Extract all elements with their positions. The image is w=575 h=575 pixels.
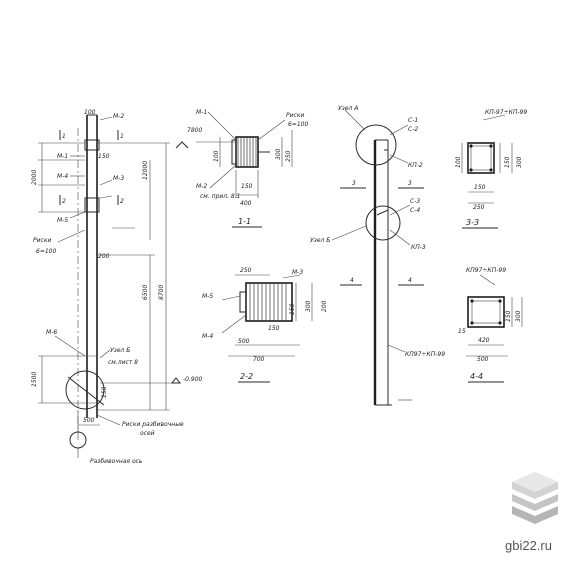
label-m4: M-4	[57, 173, 68, 180]
dim-2000: 2000	[31, 170, 38, 185]
dim-200: 200	[98, 253, 110, 260]
num-1a: 1	[62, 133, 66, 140]
s44-dim-300: 300	[515, 310, 522, 322]
s11-dim-100: 100	[213, 150, 220, 162]
s22-dim-200: 200	[321, 300, 328, 312]
fr-uzel-a: Узел А	[338, 105, 358, 112]
label-razb-os: Разбивочная ось	[90, 458, 143, 465]
fr-s3: С-3	[410, 198, 420, 205]
stack-icon	[512, 472, 558, 524]
fr-uzel-b: Узел Б	[310, 237, 330, 244]
label-riski-razb: Риски разбивочные	[122, 421, 184, 428]
fr-s4: С-4	[410, 207, 420, 214]
label-m6: M-6	[46, 329, 57, 336]
s22-dim-250: 250	[240, 267, 252, 274]
s33-dim-150: 150	[474, 184, 486, 191]
label-m2: M-2	[113, 113, 124, 120]
s22-m4: M-4	[202, 333, 213, 340]
s22-dim-500: 500	[238, 338, 250, 345]
s33-kp: КП-97÷КП-99	[485, 109, 527, 116]
fr-n3a: 3	[352, 180, 356, 187]
dim-1500: 1500	[31, 372, 38, 387]
s22-dim-700: 700	[253, 356, 265, 363]
section-2-2-labels: 250 M-3 M-5 M-4 500 700 150 2-2 150 300 …	[202, 267, 328, 381]
section-4-4	[466, 274, 523, 383]
s44-n15: 15	[458, 328, 466, 335]
s11-dim-300: 300	[275, 148, 282, 160]
section-1-1-labels: M-1 Риски 6=100 7800 M-2 см. прил. 8.1 4…	[187, 109, 308, 226]
fr-kp97: КП97÷КП-99	[405, 351, 445, 358]
s22-m3: M-3	[292, 269, 303, 276]
column-labels: M-2 M-1 M-4 M-3 M-5 Риски 6=100 M-6 Узел…	[31, 109, 203, 465]
fr-kp2: КП-2	[408, 162, 423, 169]
fr-n4a: 4	[350, 277, 354, 284]
frame-elevation	[331, 109, 424, 406]
num-1b: 1	[120, 133, 124, 140]
s44-dim-420: 420	[478, 337, 490, 344]
s22-dim-150: 150	[268, 325, 280, 332]
label-uzel-b: Узел Б	[110, 347, 130, 354]
fr-n4b: 4	[408, 277, 412, 284]
fr-kp3: КП-3	[411, 244, 426, 251]
fr-s1: С-1	[408, 117, 418, 124]
label-riski-step: 6=100	[36, 248, 56, 255]
dim-6500: 6500	[142, 285, 149, 300]
dim-8700: 8700	[158, 285, 165, 300]
label-riski-razb2: осей	[140, 430, 155, 437]
num-2b: 2	[120, 198, 124, 205]
s11-m2: M-2	[196, 183, 207, 190]
s44-dim-150: 150	[505, 310, 512, 322]
s11-m1: M-1	[196, 109, 207, 116]
num-2a: 2	[62, 198, 66, 205]
section-2-2	[221, 274, 313, 383]
label-riski: Риски	[33, 237, 51, 244]
s33-title: 3-3	[466, 218, 479, 227]
s22-title: 2-2	[240, 372, 253, 381]
label-elev: -0.900	[183, 376, 203, 383]
frame-labels: Узел А С-1 С-2 КП-2 С-3 С-4 КП-3 Узел Б …	[310, 105, 445, 358]
section-3-3	[461, 114, 513, 229]
label-m5: M-5	[57, 217, 68, 224]
s11-riski-step: 6=100	[288, 121, 308, 128]
s11-dim-250: 250	[285, 150, 292, 162]
s22-dim-300: 300	[305, 300, 312, 312]
dim-150: 150	[98, 153, 110, 160]
s11-sm-pril: см. прил. 8.1	[200, 193, 240, 200]
section-4-4-labels: КП97÷КП-99 15 420 500 4-4 150 300	[458, 267, 522, 381]
label-m3: M-3	[113, 175, 124, 182]
s44-kp: КП97÷КП-99	[466, 267, 506, 274]
s11-dim-400: 400	[240, 200, 252, 207]
s11-riski: Риски	[286, 112, 304, 119]
label-m1: M-1	[57, 153, 68, 160]
s44-dim-500: 500	[477, 356, 489, 363]
fr-s2: С-2	[408, 126, 418, 133]
dim-500: 500	[83, 417, 95, 424]
fr-n3b: 3	[408, 180, 412, 187]
dim-12000: 12000	[142, 161, 149, 180]
section-3-3-labels: КП-97÷КП-99 150 250 3-3 100 150 300	[455, 109, 527, 227]
s11-dim-7800: 7800	[187, 127, 202, 134]
column-elevation	[38, 114, 182, 458]
s33-dim-250: 250	[473, 204, 485, 211]
s11-dim-150: 150	[241, 183, 253, 190]
s11-title: 1-1	[238, 217, 251, 226]
label-sm-list: см.лист 8	[108, 359, 138, 366]
s44-title: 4-4	[470, 372, 483, 381]
s33-dim-300: 300	[516, 156, 523, 168]
site-watermark: gbi22.ru	[505, 538, 552, 553]
dim-100-top: 100	[84, 109, 96, 116]
s22-dim-150v: 150	[289, 303, 296, 315]
s22-m5: M-5	[202, 293, 213, 300]
s33-dim-150v: 150	[504, 156, 511, 168]
s33-dim-100: 100	[455, 156, 462, 168]
section-1-1	[175, 111, 293, 228]
dim-150-bot: 150	[101, 386, 108, 398]
